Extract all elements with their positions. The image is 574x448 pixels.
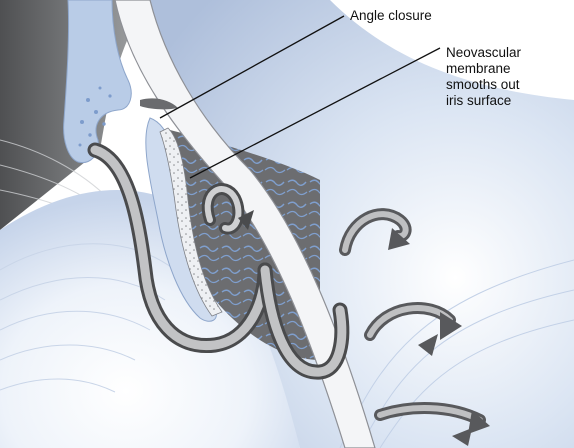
label-neovascular-1: Neovascular <box>446 45 522 60</box>
label-neovascular-3: smooths out <box>446 77 520 92</box>
label-neovascular-2: membrane <box>446 61 511 76</box>
label-angle-closure: Angle closure <box>350 8 432 23</box>
label-neovascular-4: iris surface <box>446 93 511 108</box>
